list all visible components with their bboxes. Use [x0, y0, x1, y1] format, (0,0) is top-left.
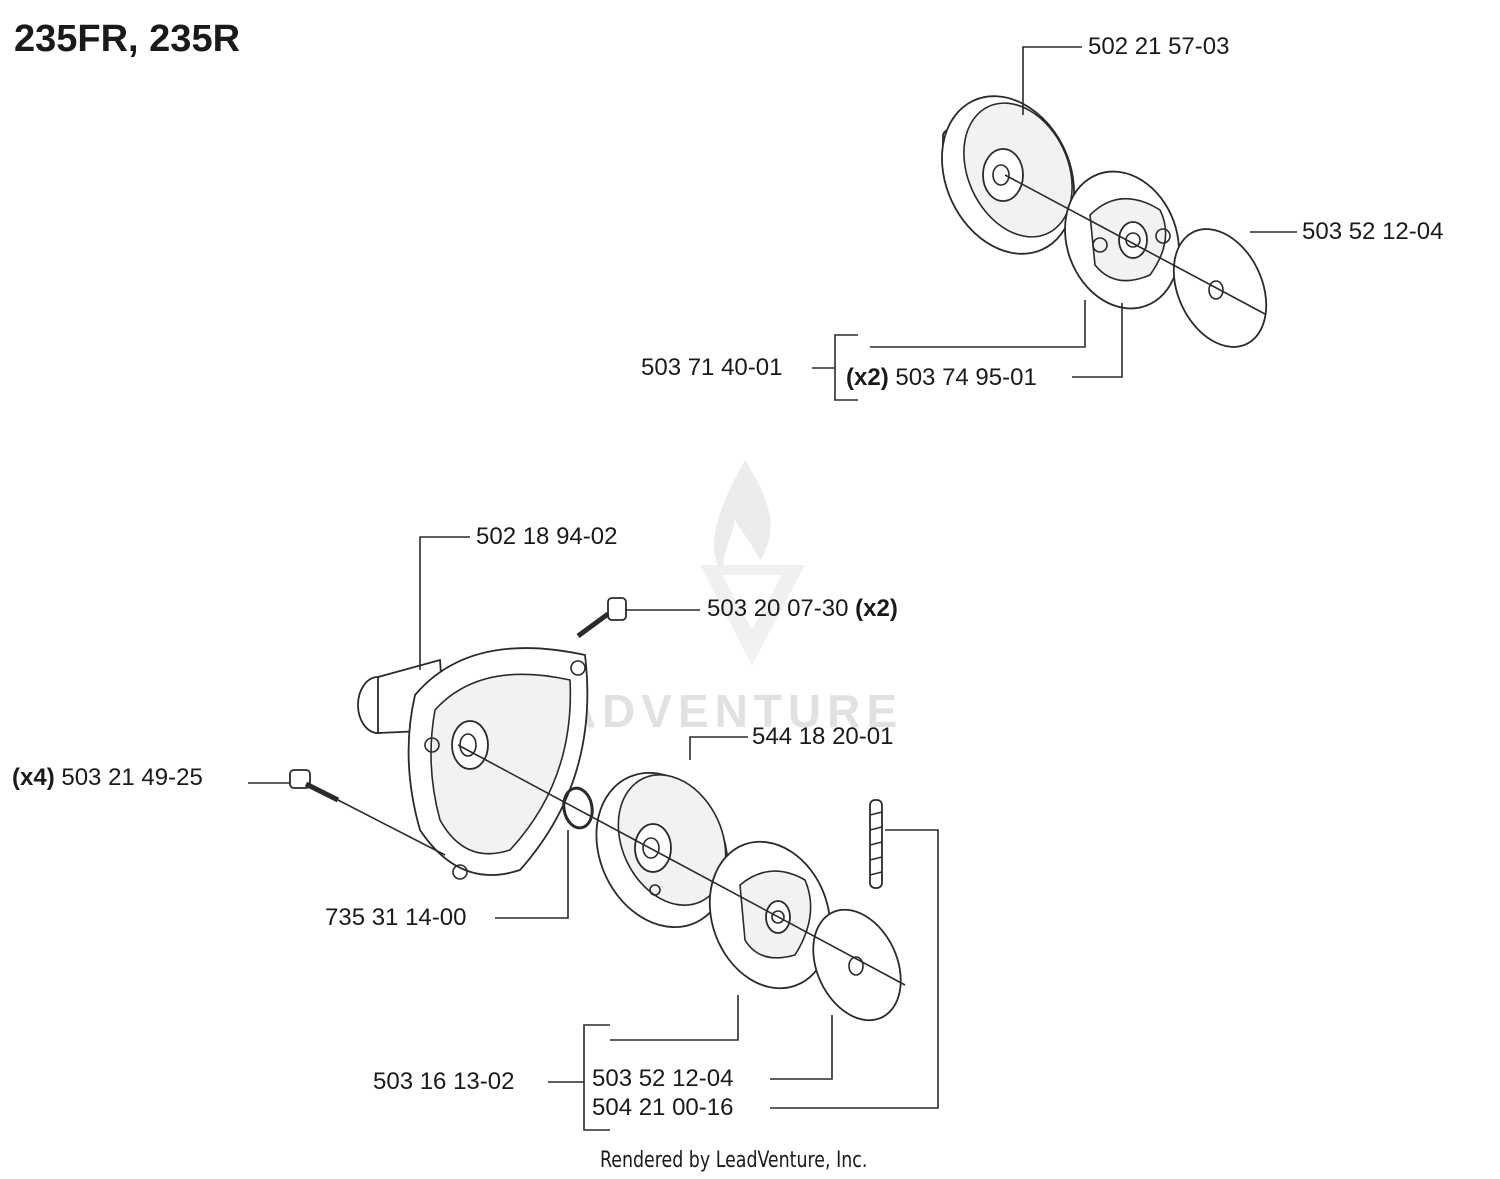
bolt-upper — [576, 597, 627, 639]
clutch-drum-top — [941, 95, 1075, 255]
screw-left — [289, 769, 340, 803]
label-screw: (x4) 503 21 49-25 — [12, 764, 203, 792]
label-lower-washer: 503 52 12-04 — [592, 1065, 734, 1092]
label-clutch-washer: 503 52 12-04 — [1302, 218, 1444, 245]
washer-lower — [812, 908, 902, 1022]
qty-screw: (x4) — [12, 764, 55, 791]
label-gear-housing: 502 18 94-02 — [476, 523, 618, 550]
label-lower-assembly: 503 16 13-02 — [373, 1068, 515, 1095]
washer-top — [1172, 228, 1268, 348]
qty-spring: (x2) — [846, 364, 889, 391]
label-clutch-assembly: 503 71 40-01 — [641, 354, 783, 381]
leadventure-flame-logo — [700, 460, 805, 665]
part-spring: 503 74 95-01 — [895, 364, 1037, 391]
footer-credit: Rendered by LeadVenture, Inc. — [600, 1148, 868, 1173]
o-ring — [562, 786, 594, 830]
label-lower-drum: 544 18 20-01 — [752, 723, 894, 750]
clutch-drum-lower — [595, 772, 729, 928]
part-screw: 503 21 49-25 — [61, 764, 203, 791]
page-title: 235FR, 235R — [14, 18, 241, 60]
label-clutch-drum: 502 21 57-03 — [1088, 33, 1230, 60]
clutch-shoe-top — [1064, 170, 1180, 310]
label-lower-spring: 504 21 00-16 — [592, 1094, 734, 1121]
label-bolt: 503 20 07-30 (x2) — [707, 595, 898, 623]
gear-housing — [357, 647, 589, 880]
spring-lower — [869, 799, 883, 889]
label-oring: 735 31 14-00 — [325, 904, 467, 931]
part-bolt: 503 20 07-30 — [707, 595, 849, 622]
label-clutch-spring: (x2) 503 74 95-01 — [846, 364, 1037, 392]
qty-bolt: (x2) — [855, 595, 898, 622]
